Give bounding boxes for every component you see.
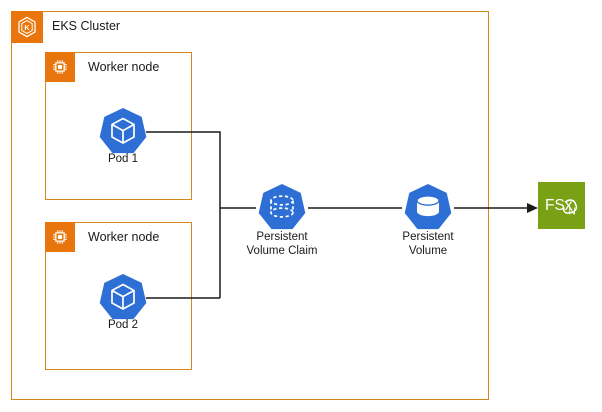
svg-text:K: K	[24, 23, 30, 32]
kubernetes-pv-icon	[402, 182, 454, 234]
pv-label-line-2: Volume	[408, 245, 448, 257]
persistent-volume-claim-label: Persistent Volume Claim	[222, 230, 342, 258]
pvc-label-line-1: Persistent	[256, 231, 308, 243]
eks-cluster-container	[11, 11, 489, 400]
pod-2-label: Pod 2	[107, 319, 139, 331]
worker-node-icon	[45, 222, 75, 252]
pod-1-label: Pod 1	[107, 153, 139, 165]
eks-cluster-icon: K	[11, 11, 43, 43]
kubernetes-pod-icon	[97, 106, 149, 158]
eks-cluster-label: EKS Cluster	[52, 19, 121, 33]
pv-label-line-1: Persistent	[402, 231, 454, 243]
amazon-fsx-netapp-ontap-icon: FSx N	[538, 182, 585, 229]
pvc-label-line-2: Volume Claim	[246, 245, 318, 257]
worker-node-label-2: Worker node	[88, 230, 160, 244]
worker-node-label-1: Worker node	[88, 60, 160, 74]
kubernetes-pvc-icon	[256, 182, 308, 234]
worker-node-icon	[45, 52, 75, 82]
persistent-volume-label: Persistent Volume	[368, 230, 488, 258]
svg-text:N: N	[568, 206, 575, 217]
worker-node-container-1	[45, 52, 192, 200]
kubernetes-pod-icon	[97, 272, 149, 324]
